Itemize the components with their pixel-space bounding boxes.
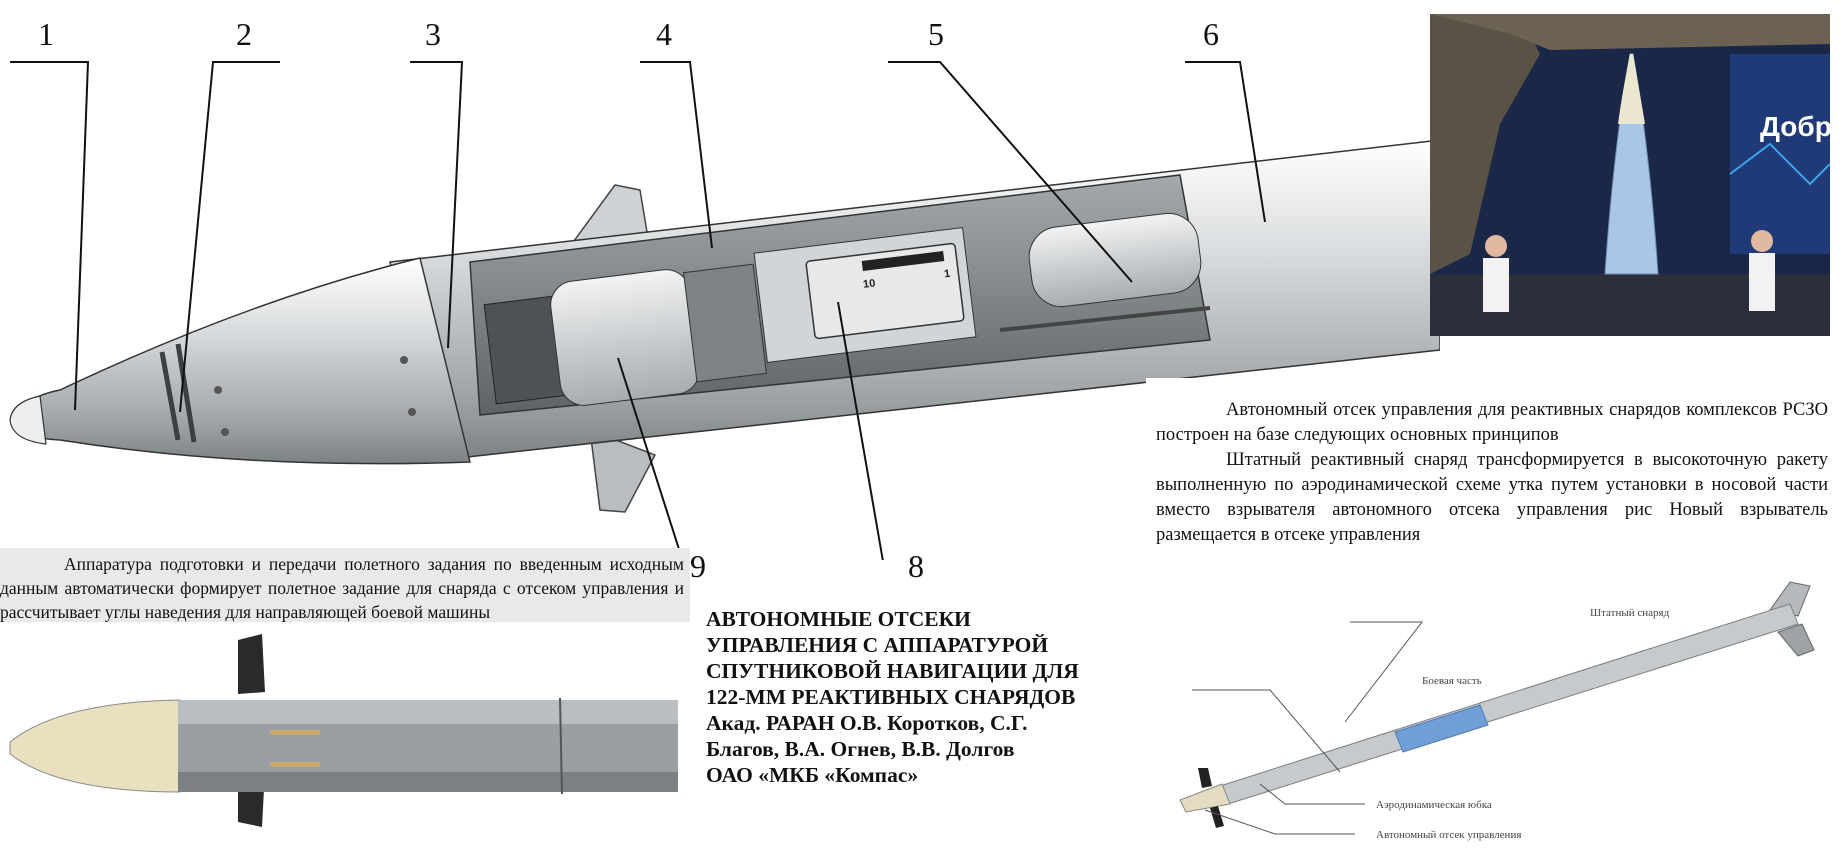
description-left: Аппаратура подготовки и передачи полетно… xyxy=(0,548,690,632)
navigation-module xyxy=(805,242,965,340)
description-right-text-1: Автономный отсек управления для реактивн… xyxy=(1156,400,1828,445)
control-section-photo-art xyxy=(0,622,698,840)
leader-2 xyxy=(179,61,280,413)
internal-rod xyxy=(999,306,1211,332)
nose-band-2 xyxy=(175,343,197,443)
screw xyxy=(400,356,408,364)
nose-fin-upper xyxy=(1198,768,1212,788)
leader-9 xyxy=(617,357,684,560)
label-control-section: Автономный отсек управления xyxy=(1376,829,1521,841)
control-section-photo xyxy=(0,622,698,840)
lower-fin xyxy=(589,428,657,513)
title-line-3: СПУТНИКОВОЙ НАВИГАЦИИ ДЛЯ xyxy=(706,659,1079,683)
gnss-unit xyxy=(1028,212,1202,308)
title-line-4: 122-ММ РЕАКТИВНЫХ СНАРЯДОВ xyxy=(706,685,1076,709)
leader-standard-shell xyxy=(1344,621,1424,723)
callout-2: 2 xyxy=(236,16,252,52)
gear-housing xyxy=(683,263,767,383)
description-left-text: Аппаратура подготовки и передачи полетно… xyxy=(0,554,684,622)
label-warhead: Боевая часть xyxy=(1422,675,1482,687)
tail-fin-lower xyxy=(1777,623,1815,657)
nose-fin-lower xyxy=(1210,806,1224,828)
title-line-2: УПРАВЛЕНИЯ С АППАРАТУРОЙ xyxy=(706,633,1049,657)
leader-aero-skirt xyxy=(1259,783,1365,805)
organization-line: ОАО «МКБ «Компас» xyxy=(706,763,919,787)
exhibition-photo: Добро xyxy=(1430,14,1830,336)
callout-4: 4 xyxy=(656,16,672,52)
control-section xyxy=(1179,783,1231,813)
callout-8: 8 xyxy=(908,548,924,584)
authors-line-1: Акад. РАРАН О.В. Коротков, С.Г. xyxy=(706,711,1028,735)
article-title: АВТОНОМНЫЕ ОТСЕКИ УПРАВЛЕНИЯ С АППАРАТУР… xyxy=(706,606,1146,788)
leader-3 xyxy=(410,61,464,349)
cutaway-diagram: 10 1 xyxy=(9,61,1440,560)
pin-label-1: 1 xyxy=(943,268,951,281)
leader-1 xyxy=(10,61,90,411)
leader-4 xyxy=(640,61,713,249)
screw xyxy=(214,386,222,394)
pin-label-10: 10 xyxy=(862,277,876,290)
callout-1: 1 xyxy=(38,16,54,52)
description-right-text-2: Штатный реактивный снаряд трансформирует… xyxy=(1156,450,1828,545)
label-aero-skirt: Аэродинамическая юбка xyxy=(1376,799,1492,811)
callout-3: 3 xyxy=(425,16,441,52)
nose-cone xyxy=(17,257,471,465)
photo-banner-text: Добро xyxy=(1760,111,1830,142)
drive-unit xyxy=(550,269,700,406)
screw xyxy=(221,428,229,436)
callout-9: 9 xyxy=(690,548,706,584)
rocket-layout-diagram: Штатный снаряд Боевая часть Аэродинамиче… xyxy=(1179,581,1815,841)
connector-strip xyxy=(861,251,945,271)
authors-line-2: Благов, В.А. Огнев, В.В. Долгов xyxy=(706,737,1015,761)
leader-warhead xyxy=(1192,689,1341,773)
title-line-1: АВТОНОМНЫЕ ОТСЕКИ xyxy=(706,607,971,631)
label-standard-shell: Штатный снаряд xyxy=(1590,607,1670,619)
nose-band-1 xyxy=(159,351,181,441)
screw xyxy=(408,408,416,416)
callout-5: 5 xyxy=(928,16,944,52)
warhead-section xyxy=(1394,704,1489,753)
leader-control-section xyxy=(1204,809,1355,835)
rocket-shell xyxy=(1219,603,1799,805)
callout-6: 6 xyxy=(1203,16,1219,52)
leader-8 xyxy=(837,301,884,560)
exhibition-photo-art: Добро xyxy=(1430,14,1830,336)
leader-6 xyxy=(1185,61,1266,223)
nose-tip xyxy=(9,395,47,445)
description-right: Автономный отсек управления для реактивн… xyxy=(1146,378,1832,548)
leader-5 xyxy=(888,61,1133,283)
